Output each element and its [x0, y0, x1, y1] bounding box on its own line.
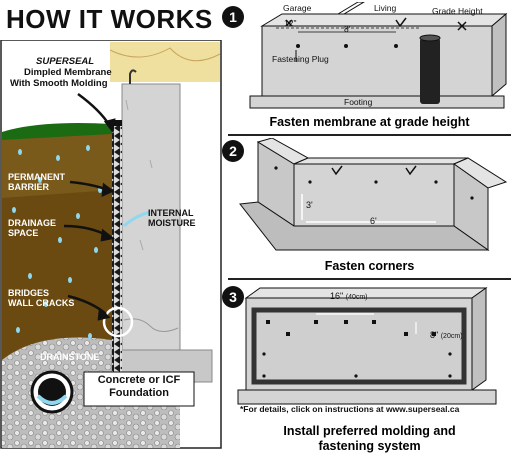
grade-height-label: Grade Height	[432, 6, 483, 16]
step-2-diagram	[239, 138, 508, 251]
dim-8ft-label: 8'	[344, 24, 351, 34]
dim-6ft-label: 6'	[370, 216, 377, 226]
step-3-diagram	[237, 287, 497, 405]
garage-label: Garage	[283, 3, 312, 13]
step-1-caption: Fasten membrane at grade height	[269, 115, 470, 129]
cross-section-diagram	[0, 40, 222, 449]
dim-16in-label: 16" (40cm)	[330, 291, 368, 301]
details-note: *For details, click on instructions at w…	[240, 404, 460, 414]
footing-label: Footing	[344, 97, 373, 107]
product-line-1: Dimpled Membrane	[24, 67, 112, 78]
product-line-2: With Smooth Molding	[10, 78, 108, 89]
step-2-badge: 2	[222, 140, 244, 162]
water-drops	[12, 145, 102, 339]
brand-label: SUPERSEAL	[36, 56, 95, 67]
separator-1	[228, 134, 511, 136]
soil	[2, 134, 112, 400]
dim-3ft-label: 3'	[306, 200, 313, 210]
crack-highlight	[102, 306, 134, 338]
separator-2	[228, 278, 511, 280]
step-3-badge: 3	[222, 286, 244, 308]
step-2-caption: Fasten corners	[324, 259, 415, 273]
drainstone-label: DRAINSTONE	[40, 352, 100, 362]
step-1-diagram	[249, 2, 508, 109]
smooth-molding	[112, 120, 122, 126]
living-label: Living	[374, 3, 397, 13]
step-1-badge: 1	[222, 6, 244, 28]
dimpled-membrane	[112, 120, 122, 380]
dim-12-label: 12"	[284, 18, 297, 28]
insulation	[110, 42, 220, 82]
dim-8in-label: 8" (20cm)	[430, 330, 463, 340]
page-title: HOW IT WORKS	[6, 4, 213, 34]
fastening-plug-label: Fastening Plug	[272, 54, 329, 64]
